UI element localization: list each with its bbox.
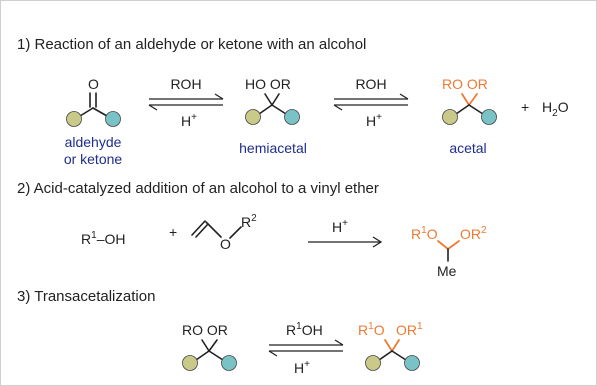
substituent-olive [442,109,458,125]
substituent-teal [404,355,420,371]
label-hemiacetal: hemiacetal [239,140,307,156]
catalyst-s2: H+ [332,218,348,235]
product-s2-structure: R1O OR2 Me [411,225,487,279]
substituent-olive [245,109,261,125]
aldehyde-ketone-structure: O [66,76,121,127]
section2-plus: + [169,224,177,240]
reagent1-top: ROH [170,76,201,92]
reactant-s3-groups: RO OR [182,322,228,338]
substituent-teal [284,109,300,125]
ether-r2: R2 [241,213,257,230]
alcohol-r1-oh: R1–OH [81,230,125,247]
label-aldehyde-line1: aldehyde [65,134,122,150]
substituent-olive [365,355,381,371]
substituent-teal [105,111,121,127]
product-s2-r1o: R1O [411,225,438,242]
substituent-teal [221,355,237,371]
section1-heading: 1) Reaction of an aldehyde or ketone wit… [17,36,366,53]
product-s3-r1o: R1O [358,321,385,338]
substituent-teal [481,109,497,125]
carbonyl-oxygen: O [88,76,99,92]
catalyst-s3: H+ [294,359,310,376]
reagent1-bottom: H+ [181,112,197,129]
product-s2-methyl: Me [437,263,457,279]
reaction-arrow-s2: H+ [308,218,383,248]
reagent2-top: ROH [355,76,386,92]
ether-oxygen: O [220,236,231,252]
acetal-structure: RO OR [442,76,497,125]
product-s2-or2: OR2 [460,225,487,242]
substituent-olive [66,111,82,127]
hemiacetal-groups: HO OR [245,76,291,92]
substituent-olive [182,355,198,371]
byproduct-plus: + [521,99,529,115]
acetal-groups: RO OR [442,76,488,92]
vinyl-ether-structure: O R2 [191,213,257,252]
product-s3-or1: OR1 [396,321,423,338]
equilibrium-arrow-2: ROH H+ [333,76,409,129]
reagent-s3-r1oh: R1OH [286,321,323,338]
label-aldehyde-line2: or ketone [64,151,123,167]
acetal-reactant-s3: RO OR [182,322,237,371]
section3-heading: 3) Transacetalization [17,288,155,305]
byproduct-water: H2O [542,99,569,119]
equilibrium-arrow-1: ROH H+ [148,76,224,129]
equilibrium-arrow-s3: R1OH H+ [268,321,344,376]
label-acetal: acetal [449,140,486,156]
hemiacetal-structure: HO OR [245,76,300,125]
section2-heading: 2) Acid-catalyzed addition of an alcohol… [17,180,379,197]
reagent2-bottom: H+ [366,112,382,129]
acetal-product-s3: R1O OR1 [358,321,423,371]
